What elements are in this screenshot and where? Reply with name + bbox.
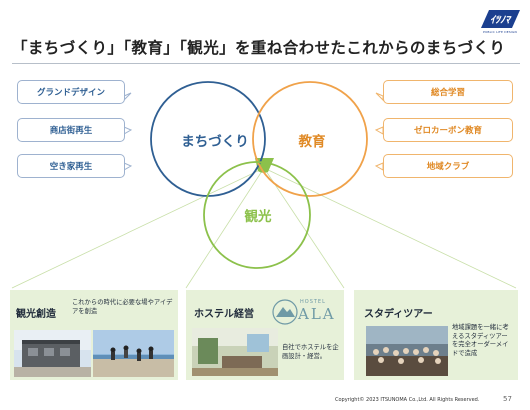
hostel-logo-small: HOSTEL xyxy=(300,299,326,305)
panel-kanko-sozo: 観光創造 これからの時代に必要な場やアイデアを創造 xyxy=(10,290,178,380)
photo-study-tour-group xyxy=(366,326,448,376)
circle-label-machizukuri: まちづくり xyxy=(181,134,249,150)
circle-kyoiku xyxy=(252,81,368,197)
photo-beach-jump xyxy=(93,330,174,377)
circle-label-kyoiku: 教育 xyxy=(298,134,326,150)
tag-zero-carbon: ゼロカーボン教育 xyxy=(383,118,513,142)
panel-title: スタディツアー xyxy=(364,309,433,320)
panel-description: 地域課題を一緒に考えるスタディツアーを完全オーダーメイドで造成 xyxy=(452,324,509,357)
photo-building xyxy=(14,330,91,377)
circle-label-kanko: 観光 xyxy=(244,209,272,225)
copyright: Copyright© 2023 ITSUNOMA Co.,Ltd. All Ri… xyxy=(335,397,480,403)
panel-hostel: ホステル経営 HOSTEL ALA 自社でホステルを企画設計・経営。 xyxy=(186,290,344,380)
page-title: 「まちづくり」「教育」「観光」を重ね合わせたこれからのまちづくり xyxy=(12,39,506,57)
panel-description: これからの時代に必要な場やアイデアを創造 xyxy=(72,299,173,315)
tag-akiya: 空き家再生 xyxy=(17,154,125,178)
tag-shotengai: 商店街再生 xyxy=(17,118,125,142)
circle-kanko xyxy=(203,161,311,269)
panel-title: ホステル経営 xyxy=(194,309,254,320)
connector-lines xyxy=(11,167,517,289)
title-divider xyxy=(12,63,520,64)
photo-hostel-room xyxy=(192,328,278,376)
hostel-logo-big: ALA xyxy=(298,305,336,323)
svg-text:ｲﾂﾉﾏ: ｲﾂﾉﾏ xyxy=(490,14,512,26)
tag-chiiki-club: 地域クラブ xyxy=(383,154,513,178)
panel-title: 観光創造 xyxy=(16,309,56,320)
page-number: 57 xyxy=(503,395,512,403)
panel-description: 自社でホステルを企画設計・経営。 xyxy=(282,344,339,360)
logo-subtitle: PUBLIC LIFE DESIGN xyxy=(483,30,517,34)
panel-study-tour: スタディツアー 地域課題を一緒に考えるスタディツアーを完全オーダーメイドで造成 xyxy=(354,290,518,380)
mountain-icon xyxy=(272,299,298,325)
tag-sogo-gakushu: 総合学習 xyxy=(383,80,513,104)
hostel-ala-logo: HOSTEL ALA xyxy=(272,294,340,330)
tag-grand-design: グランドデザイン xyxy=(17,80,125,104)
company-logo: ｲﾂﾉﾏ xyxy=(481,10,520,28)
